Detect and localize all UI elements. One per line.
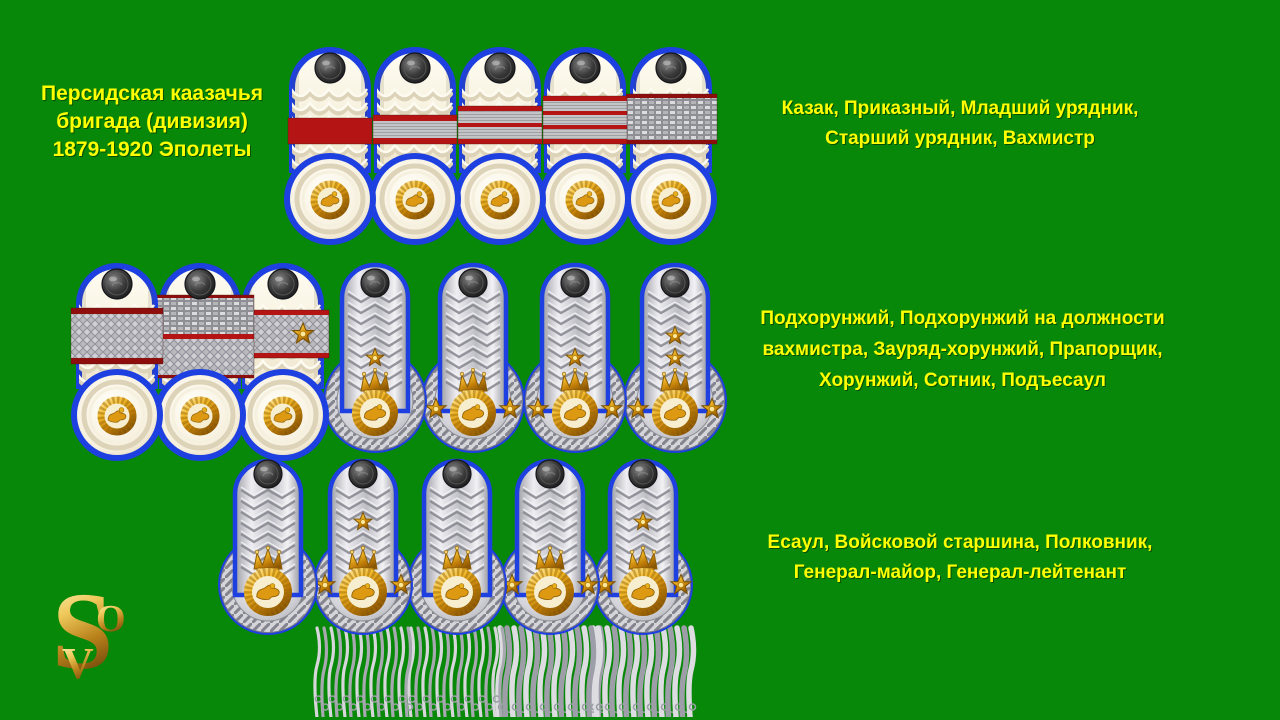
epaulette-graphic: [369, 47, 461, 245]
epaulette-graphic: [539, 47, 631, 245]
caption-row-2: Подхорунжий, Подхорунжий на должности ва…: [735, 303, 1190, 396]
epaulette: [442, 40, 558, 253]
epaulette-graphic: [218, 458, 318, 635]
epaulette-graphic: [588, 458, 697, 720]
sov-monogram-letter-s: S: [52, 570, 114, 692]
epaulette-graphic: [624, 47, 718, 245]
sov-monogram-letter-v: V: [62, 639, 94, 688]
epaulette-graphic: [323, 262, 427, 453]
sov-monogram-letter-o: O: [96, 598, 126, 640]
epaulette-graphic: [623, 262, 727, 453]
epaulette-graphic: [421, 262, 525, 453]
caption-line: Подхорунжий, Подхорунжий на должности: [760, 308, 1165, 329]
title-line: бригада (дивизия): [56, 110, 248, 133]
epaulette: [613, 40, 729, 253]
epaulette-graphic: [454, 47, 546, 245]
epaulette: [527, 40, 643, 253]
epaulette: [608, 256, 742, 483]
caption-row-3: Есаул, Войсковой старшина, Полковник, Ге…: [745, 528, 1175, 588]
epaulette-graphic: [407, 458, 508, 720]
caption-line: вахмистра, Зауряд-хорунжий, Прапорщик,: [762, 339, 1163, 360]
caption-line: Генерал-майор, Генерал-лейтенант: [793, 562, 1127, 583]
epaulette-graphic: [284, 47, 376, 245]
epaulette: [573, 452, 713, 720]
epaulette: [272, 40, 388, 253]
epaulette: [406, 256, 540, 483]
epaulette: [508, 256, 642, 483]
epaulette: [142, 256, 258, 469]
epaulette: [198, 452, 338, 720]
epaulette: [308, 256, 442, 483]
caption-line: Старший урядник, Вахмистр: [825, 128, 1095, 149]
caption-line: Казак, Приказный, Младший урядник,: [781, 98, 1139, 119]
epaulette: [225, 256, 341, 469]
epaulette-graphic: [70, 263, 164, 461]
caption-line: Есаул, Войсковой старшина, Полковник,: [767, 532, 1153, 553]
caption-row-1: Казак, Приказный, Младший урядник, Старш…: [750, 94, 1170, 154]
epaulette-graphic: [145, 263, 255, 461]
epaulette: [387, 452, 527, 720]
epaulette-graphic: [313, 458, 414, 720]
epaulette: [59, 256, 175, 469]
epaulette-graphic: [523, 262, 627, 453]
title-line: Персидская каазачья: [41, 82, 263, 105]
poster-title: Персидская каазачья бригада (дивизия) 18…: [22, 80, 282, 164]
epaulette-graphic: [236, 263, 330, 461]
title-line: 1879-1920 Эполеты: [52, 138, 252, 161]
epaulette: [357, 40, 473, 253]
epaulette-graphic: [495, 458, 604, 720]
caption-line: Хорунжий, Сотник, Подъесаул: [819, 370, 1106, 391]
epaulette: [293, 452, 433, 720]
epaulette: [480, 452, 620, 720]
